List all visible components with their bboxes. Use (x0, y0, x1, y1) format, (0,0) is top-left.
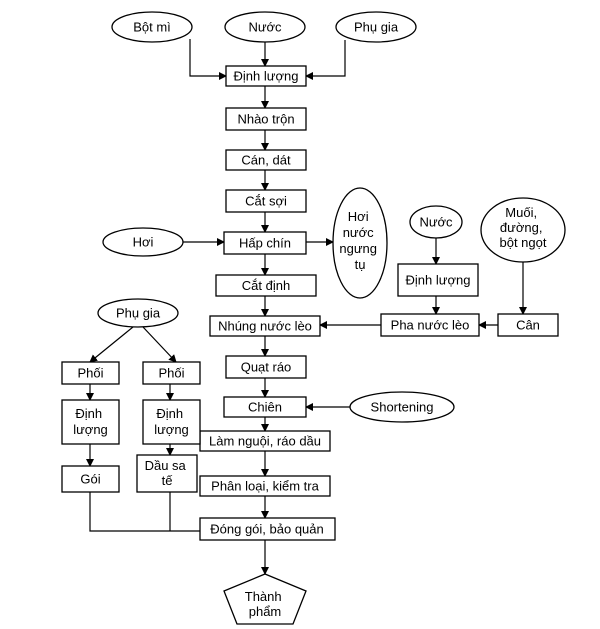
seasoning-goi: Gói (61, 465, 120, 493)
step-thanh-pham: Thành phẩm (223, 573, 307, 625)
broth-nuoc: Nước (409, 205, 463, 239)
thanh-pham-line-1: Thành (245, 589, 282, 604)
input-hoi-label: Hơi (133, 235, 154, 250)
dl-left-line-2: lượng (73, 422, 108, 437)
muoi-line-2: đường, (500, 220, 543, 235)
step-dinh-luong-label: Định lượng (234, 69, 299, 84)
step-dong-goi-label: Đóng gói, bảo quản (210, 522, 323, 537)
step-cat-dinh-label: Cắt định (242, 278, 290, 293)
step-thanh-pham-label: Thành phẩm (245, 589, 286, 619)
step-cat-dinh: Cắt định (215, 274, 317, 297)
hoi-nuoc-line-1: Hơi (348, 209, 369, 224)
broth-dinh-luong: Định lượng (397, 263, 479, 297)
input-nuoc-label: Nước (248, 20, 282, 35)
thanh-pham-line-2: phẩm (249, 604, 282, 619)
step-can-dat-label: Cán, dát (241, 153, 291, 168)
input-shortening: Shortening (349, 391, 455, 423)
step-chien-label: Chiên (248, 400, 282, 415)
output-hoi-nuoc: Hơi nước ngưng tụ (332, 187, 388, 299)
step-lam-nguoi: Làm nguội, ráo dầu (199, 430, 331, 452)
seasoning-phu-gia: Phụ gia (97, 298, 179, 328)
hoi-nuoc-line-2: nước (343, 225, 374, 240)
muoi-line-1: Muối, (505, 205, 537, 220)
seasoning-goi-label: Gói (80, 472, 100, 487)
step-cat-soi-label: Cắt sợi (245, 194, 287, 209)
broth-dinh-luong-label: Định lượng (406, 273, 471, 288)
broth-pha-nuoc-leo-label: Pha nước lèo (391, 318, 470, 333)
step-dong-goi: Đóng gói, bảo quản (199, 517, 336, 541)
step-chien: Chiên (223, 396, 307, 418)
dl-right-line-2: lượng (154, 422, 189, 437)
broth-muoi-label: Muối, đường, bột ngọt (500, 205, 547, 250)
step-nhung-nuoc-leo: Nhúng nước lèo (209, 315, 321, 337)
seasoning-phu-gia-label: Phụ gia (116, 306, 161, 321)
step-phan-loai: Phân loại, kiểm tra (199, 475, 331, 497)
input-hoi: Hơi (102, 227, 184, 257)
seasoning-phoi-left: Phối (61, 361, 120, 385)
broth-pha-nuoc-leo: Pha nước lèo (380, 313, 480, 337)
input-bot-mi: Bột mì (111, 11, 193, 43)
step-dinh-luong: Định lượng (225, 65, 307, 87)
muoi-line-3: bột ngọt (500, 235, 547, 250)
seasoning-phoi-right-label: Phối (158, 366, 184, 381)
step-hap-chin: Hấp chín (223, 231, 307, 255)
input-bot-mi-label: Bột mì (133, 20, 171, 35)
step-quat-rao-label: Quạt ráo (241, 360, 292, 375)
dau-sa-te-line-1: Dầu sa (145, 458, 187, 473)
dau-sa-te-line-2: tế (162, 473, 174, 488)
step-nhao-tron: Nhào trộn (225, 107, 307, 131)
broth-can: Cân (497, 313, 559, 337)
input-shortening-label: Shortening (371, 400, 434, 415)
step-hap-chin-label: Hấp chín (239, 236, 291, 251)
seasoning-phoi-right: Phối (142, 361, 201, 385)
step-nhung-nuoc-leo-label: Nhúng nước lèo (218, 319, 312, 334)
connectors (86, 39, 527, 575)
input-phu-gia-label: Phụ gia (354, 20, 399, 35)
seasoning-phoi-left-label: Phối (77, 366, 103, 381)
output-hoi-nuoc-label: Hơi nước ngưng tụ (339, 209, 380, 272)
step-phan-loai-label: Phân loại, kiểm tra (211, 479, 319, 494)
step-lam-nguoi-label: Làm nguội, ráo dầu (209, 434, 321, 449)
hoi-nuoc-line-4: tụ (355, 257, 366, 272)
seasoning-dinh-luong-right: Định lượng (142, 399, 201, 445)
seasoning-dau-sa-te: Dầu sa tế (136, 454, 198, 493)
seasoning-dinh-luong-right-label: Định lượng (154, 406, 189, 437)
broth-nuoc-label: Nước (419, 215, 453, 230)
step-cat-soi: Cắt sợi (225, 189, 307, 213)
seasoning-dau-sa-te-label: Dầu sa tế (145, 458, 190, 488)
broth-can-label: Cân (516, 318, 540, 333)
dl-left-line-1: Định (75, 406, 102, 421)
dl-right-line-1: Định (156, 406, 183, 421)
broth-muoi: Muối, đường, bột ngọt (480, 197, 566, 263)
step-nhao-tron-label: Nhào trộn (237, 112, 294, 127)
hoi-nuoc-line-3: ngưng (339, 241, 377, 256)
seasoning-dinh-luong-left: Định lượng (61, 399, 120, 445)
step-can-dat: Cán, dát (225, 149, 307, 171)
seasoning-dinh-luong-left-label: Định lượng (73, 406, 108, 437)
input-nuoc: Nước (224, 11, 306, 43)
step-quat-rao: Quạt ráo (225, 355, 307, 379)
input-phu-gia: Phụ gia (335, 11, 417, 43)
